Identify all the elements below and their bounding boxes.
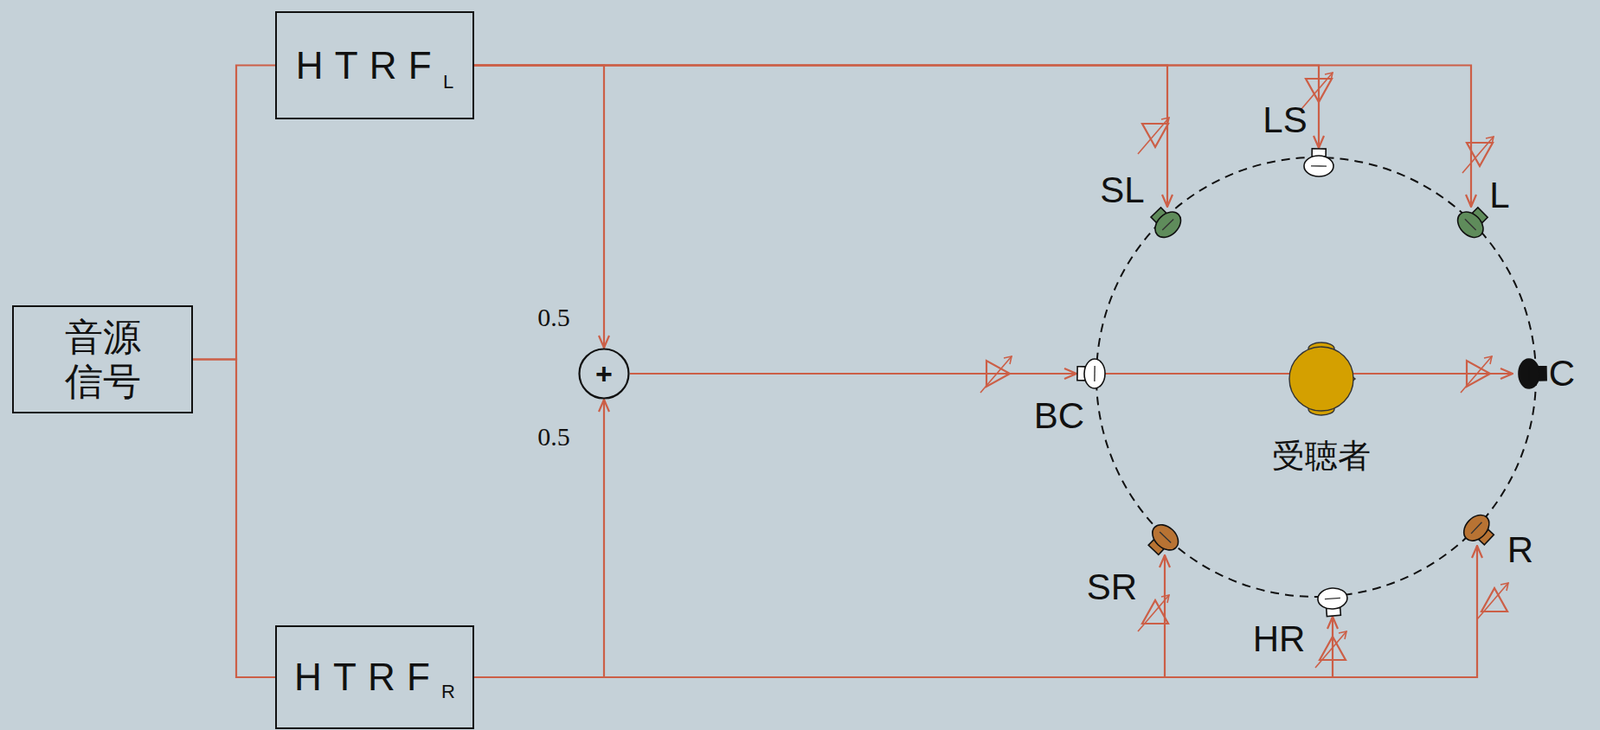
signal-line [474, 555, 1165, 678]
gain-label: 0.5 [535, 304, 572, 331]
signal-line [474, 65, 605, 349]
speaker-label: SR [1086, 569, 1138, 606]
listener-head [1282, 340, 1361, 418]
speaker-symbol [1150, 206, 1185, 242]
gain-symbol [980, 72, 1509, 669]
speaker-icon: C [1512, 356, 1548, 392]
speaker-icon: R [1459, 511, 1495, 547]
signal-line [629, 372, 1513, 375]
speaker-icon: LS [1301, 147, 1337, 183]
source-box: 音源 信号 [12, 305, 193, 414]
signal-line [474, 65, 1319, 149]
speaker-label: LS [1262, 102, 1307, 139]
signal-line [474, 65, 1472, 208]
speaker-symbol [1315, 582, 1350, 617]
speaker-symbol [1453, 206, 1489, 242]
speaker-symbol [1076, 356, 1112, 392]
speaker-icon: HR [1315, 582, 1350, 617]
gain-label: 0.5 [535, 424, 572, 450]
speaker-label: L [1489, 177, 1510, 214]
filter-subscript: L [443, 70, 454, 94]
speaker-symbol [1459, 511, 1495, 547]
listener-label: 受聴者 [1272, 439, 1371, 473]
signal-line [474, 546, 1478, 678]
speaker-icon: SR [1147, 520, 1183, 556]
signal-line [474, 616, 1333, 678]
speaker-symbol [1301, 147, 1337, 183]
signal-line [192, 359, 276, 679]
signal-line [474, 65, 1168, 208]
filter-box: HTRFR [275, 625, 475, 730]
filter-box: HTRFL [275, 11, 475, 120]
filter-name: HTRF [295, 44, 444, 88]
summing-junction: + [578, 347, 630, 400]
listener-icon: 受聴者 [1282, 340, 1361, 418]
speaker-label: SL [1099, 172, 1144, 209]
signal-line [474, 399, 605, 678]
speaker-label: C [1548, 355, 1575, 392]
speaker-ring [1096, 157, 1536, 598]
filter-subscript: R [441, 681, 456, 704]
speaker-symbol [1512, 356, 1548, 392]
speaker-icon: L [1453, 206, 1489, 242]
box-label: 音源 信号 [59, 315, 147, 404]
sum-sign: + [595, 359, 613, 389]
speaker-label: HR [1253, 621, 1306, 658]
speaker-label: R [1507, 532, 1534, 569]
speaker-label: BC [1034, 398, 1085, 435]
signal-line [192, 65, 276, 360]
filter-name: HTRF [294, 655, 442, 700]
speaker-icon: BC [1076, 356, 1112, 392]
speaker-icon: SL [1150, 206, 1185, 242]
speaker-symbol [1147, 520, 1183, 556]
